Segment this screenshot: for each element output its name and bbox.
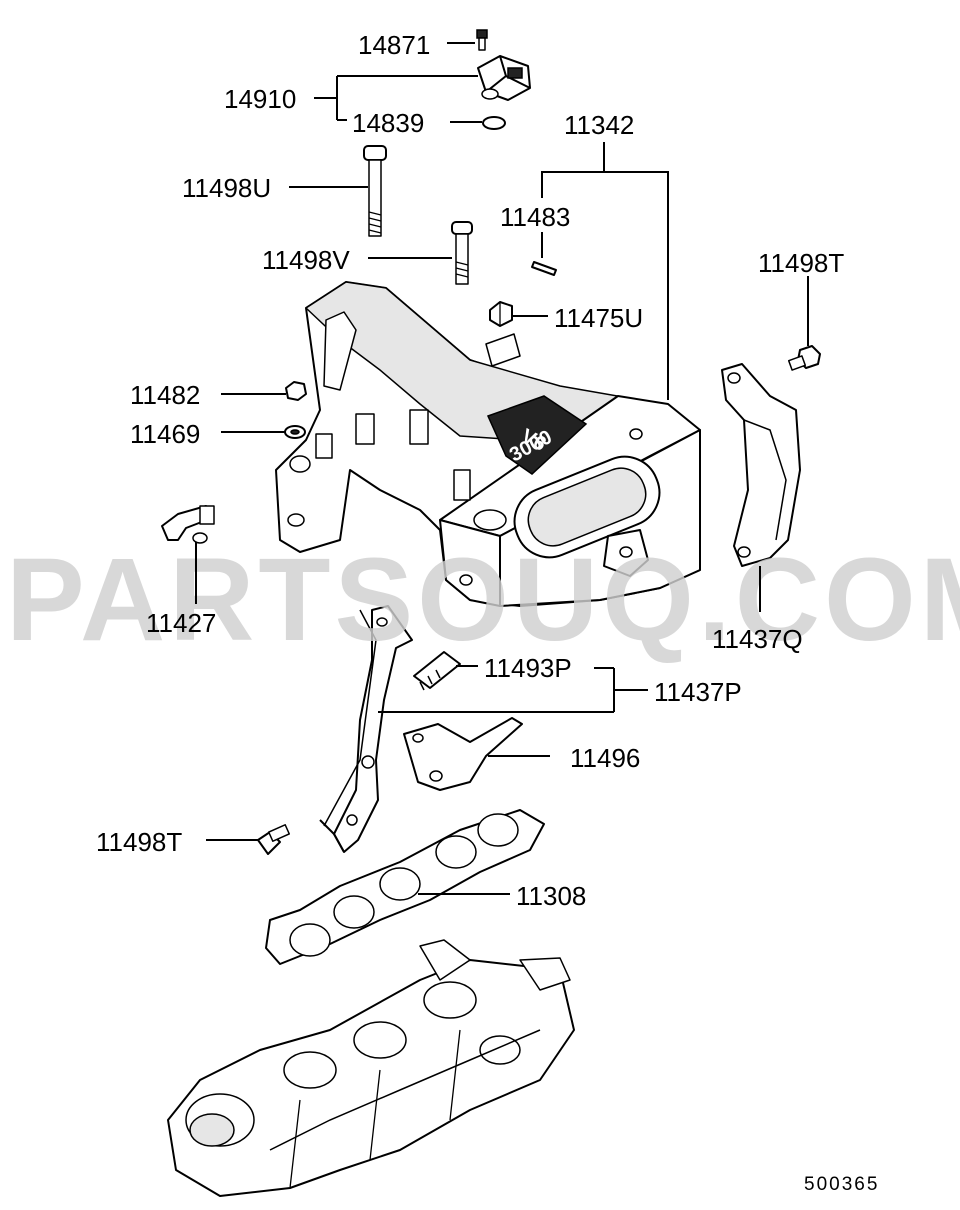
- label-11498T-bottom[interactable]: 11498T: [96, 827, 182, 857]
- label-14910[interactable]: 14910: [224, 84, 296, 114]
- screw-14871-drawing: [476, 29, 488, 51]
- clamp-11493P-drawing: [413, 651, 461, 691]
- plug-11475U-drawing: [489, 301, 513, 327]
- sensor-14910-drawing: [477, 55, 531, 101]
- label-11496[interactable]: 11496: [570, 743, 640, 773]
- label-11498V[interactable]: 11498V: [262, 245, 350, 275]
- label-11437Q[interactable]: 11437Q: [712, 624, 803, 654]
- label-11482[interactable]: 11482: [130, 380, 200, 410]
- label-11483[interactable]: 11483: [500, 202, 570, 232]
- lower-manifold-drawing: [167, 939, 575, 1197]
- stay-11437Q-drawing: [721, 363, 801, 567]
- label-14839[interactable]: 14839: [352, 108, 424, 138]
- part-labels: 14871 14910 14839 11342 11498U 11483 114…: [96, 30, 844, 911]
- stay-11437P-drawing: [319, 605, 413, 853]
- intake-manifold-drawing: V6 3000: [275, 281, 701, 607]
- label-11475U[interactable]: 11475U: [554, 303, 643, 333]
- bracket-11496-drawing: [403, 717, 523, 791]
- label-11493P[interactable]: 11493P: [484, 653, 572, 683]
- fitting-11427-drawing: [161, 505, 215, 544]
- label-11498T-top[interactable]: 11498T: [758, 248, 844, 278]
- nut-11482-drawing: [285, 381, 307, 401]
- bolt-11498T-top-drawing: [787, 345, 821, 371]
- label-11498U[interactable]: 11498U: [182, 173, 271, 203]
- leader-lines: [195, 42, 809, 895]
- washer-11469-drawing: [284, 425, 306, 439]
- bolt-11498V-drawing: [451, 221, 473, 285]
- bolt-11498T-bottom-drawing: [257, 824, 291, 855]
- pin-11483-drawing: [531, 261, 557, 276]
- label-11427[interactable]: 11427: [146, 608, 216, 638]
- bolt-11498U-drawing: [363, 145, 387, 237]
- label-11308[interactable]: 11308: [516, 881, 586, 911]
- diagram-code: 500365: [804, 1174, 879, 1195]
- label-11469[interactable]: 11469: [130, 419, 200, 449]
- gasket-11308-drawing: [265, 809, 545, 965]
- watermark: PARTSOUQ.COM: [6, 534, 960, 666]
- label-11437P[interactable]: 11437P: [654, 677, 742, 707]
- label-11342[interactable]: 11342: [564, 110, 634, 140]
- label-14871[interactable]: 14871: [358, 30, 430, 60]
- oring-14839-drawing: [482, 116, 506, 130]
